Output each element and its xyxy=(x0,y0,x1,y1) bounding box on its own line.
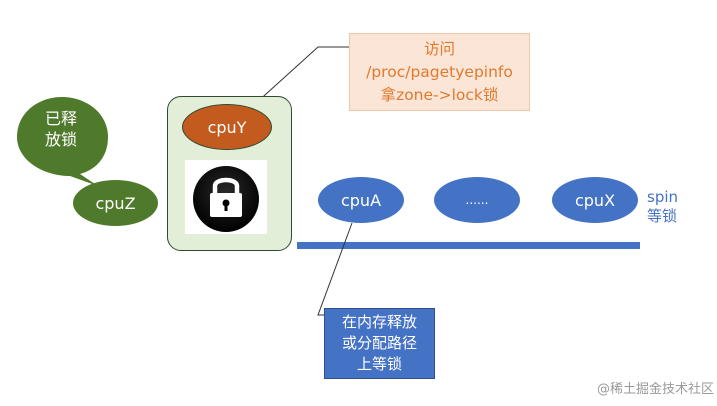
released-line-2: 放锁 xyxy=(44,130,77,149)
cpu-y-label: cpuY xyxy=(207,117,247,137)
callout-bottom-line-1: 在内存释放 xyxy=(341,313,417,331)
cpu-x-label: cpuX xyxy=(574,190,616,210)
released-lock-text: 已释 放锁 xyxy=(36,108,86,150)
spin-line-2: 等锁 xyxy=(647,207,678,225)
callout-wait-in-alloc: 在内存释放 或分配路径 上等锁 xyxy=(324,308,435,379)
callout-bottom-line-2: 或分配路径 xyxy=(341,334,417,352)
lock-image xyxy=(185,160,267,234)
callout-access-proc: 访问 /proc/pagetyepinfo 拿zone->lock锁 xyxy=(349,33,530,111)
cpu-z-node: cpuZ xyxy=(73,180,158,226)
callout-top-line-1: 访问 xyxy=(423,39,455,58)
watermark: @稀土掘金技术社区 xyxy=(596,382,714,397)
lock-icon xyxy=(193,166,259,232)
callout-bottom-line-3: 上等锁 xyxy=(356,355,402,373)
cpu-x-node: cpuX xyxy=(552,177,638,223)
cpu-ellipsis-label: ...... xyxy=(465,193,489,207)
cpu-ellipsis-node: ...... xyxy=(434,177,520,223)
cpu-a-label: cpuA xyxy=(340,190,382,210)
released-speech-bubble xyxy=(17,97,108,186)
released-line-1: 已释 xyxy=(44,109,77,128)
cpu-y-node: cpuY xyxy=(182,104,272,150)
wait-queue-bar xyxy=(297,242,640,249)
spin-line-1: spin xyxy=(647,188,679,206)
spin-wait-label: spin 等锁 xyxy=(647,188,707,226)
callout-top-line-2: /proc/pagetyepinfo xyxy=(366,62,513,81)
callout-top-leader xyxy=(254,46,349,105)
cpu-z-label: cpuZ xyxy=(95,193,136,213)
cpu-a-node: cpuA xyxy=(318,177,404,223)
callout-bottom-leader xyxy=(317,222,353,316)
callout-top-line-3: 拿zone->lock锁 xyxy=(380,85,499,104)
